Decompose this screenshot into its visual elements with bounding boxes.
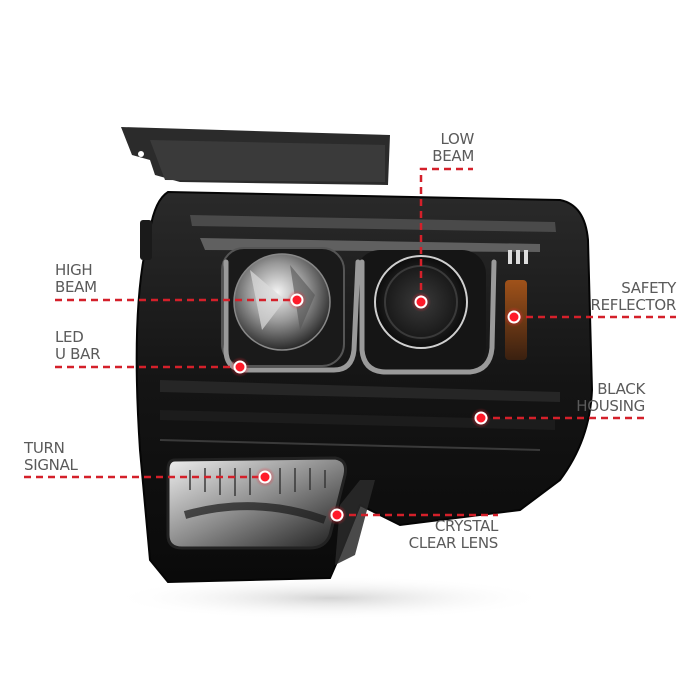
dot-led-u-bar	[230, 357, 250, 377]
label-low-beam: LOW BEAM	[432, 130, 474, 165]
label-led-u-bar: LED U BAR	[55, 328, 101, 363]
callout-dots	[230, 290, 524, 525]
label-turn-signal: TURN SIGNAL	[24, 439, 78, 474]
label-safety-reflector: SAFETY REFLECTOR	[590, 279, 676, 314]
label-black-housing: BLACK HOUSING	[576, 380, 645, 415]
dot-crystal-clear-lens	[327, 505, 347, 525]
dot-black-housing	[471, 408, 491, 428]
callout-leaders	[24, 167, 676, 517]
dot-turn-signal	[255, 467, 275, 487]
label-high-beam: HIGH BEAM	[55, 261, 97, 296]
dot-safety-reflector	[504, 307, 524, 327]
crystal-clear-lens	[335, 480, 375, 565]
label-crystal-clear-lens: CRYSTAL CLEAR LENS	[408, 517, 499, 552]
dot-high-beam	[287, 290, 307, 310]
dot-low-beam	[411, 292, 431, 312]
led-u-bar-right	[359, 259, 497, 375]
floor-shadow	[110, 576, 550, 620]
led-u-bar-left	[223, 259, 361, 373]
